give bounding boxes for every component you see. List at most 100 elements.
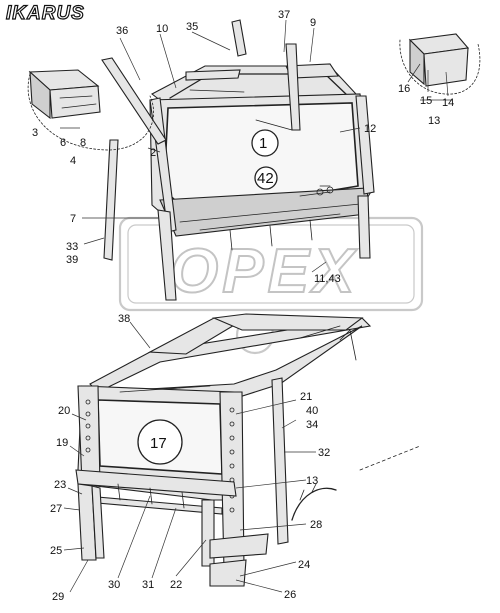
callout-1: 1 — [259, 135, 267, 152]
leader-36 — [119, 37, 141, 81]
callout-circle-17 — [137, 419, 183, 465]
rail-detail-lines — [119, 325, 341, 393]
callout-42: 42 — [257, 170, 274, 187]
lower-roof-rail-top — [211, 313, 364, 331]
callout-circle-42 — [254, 166, 278, 190]
callout-circle-1 — [251, 129, 279, 157]
detail-right-outline — [399, 39, 481, 95]
bolt-hole — [85, 399, 91, 405]
callout-16: 16 — [398, 83, 410, 95]
wheel-arch — [291, 487, 337, 521]
left-leg-inner — [91, 485, 105, 559]
detail-right-front — [423, 47, 469, 87]
detail-left — [27, 69, 154, 151]
detail-right — [399, 33, 481, 95]
watermark: OPEX — [118, 216, 424, 355]
callout-17: 17 — [150, 435, 167, 452]
watermark-text: OPEX — [170, 237, 358, 306]
dash-detail-lines — [299, 185, 331, 197]
lower-cross-member — [75, 469, 237, 497]
callout-6: 6 — [60, 137, 66, 149]
brand-logo-text: IKARUS — [6, 3, 85, 24]
bolt-hole — [85, 435, 91, 441]
callout-19: 19 — [56, 437, 68, 449]
callout-35: 35 — [186, 21, 198, 33]
callout-40: 40 — [306, 405, 318, 417]
leader-28 — [239, 523, 307, 531]
leader-9 — [309, 27, 315, 63]
detail-left-outline — [27, 73, 154, 151]
callout-11-43: 11,43 — [314, 273, 341, 285]
leader-35 — [191, 31, 231, 51]
bolt-hole — [229, 507, 235, 513]
upper-cabin-assembly: 1 42 — [101, 19, 375, 301]
dash-fitting-2 — [326, 186, 334, 194]
bolt-hole — [229, 407, 235, 413]
callout-7: 7 — [70, 213, 76, 225]
leader-20 — [71, 413, 87, 421]
side-rail-33 — [103, 139, 119, 261]
detail-right-side — [409, 38, 425, 86]
leader-11-43 — [311, 261, 327, 273]
callout-32: 32 — [318, 447, 330, 459]
corner-foot-24 — [209, 559, 247, 587]
left-leg-outer — [77, 483, 97, 561]
callout-29: 29 — [52, 591, 64, 603]
callout-24: 24 — [298, 559, 310, 571]
callout-20: 20 — [58, 405, 70, 417]
detail-left-ribs — [59, 95, 97, 109]
lower-bracket-28 — [209, 533, 269, 559]
leader-30 — [117, 495, 151, 579]
rear-post-9 — [285, 43, 301, 131]
dash-panel-ribs — [179, 203, 361, 231]
callout-2: 2 — [150, 147, 156, 159]
leader-10 — [159, 33, 177, 89]
callout-14: 14 — [442, 97, 454, 109]
bolt-hole — [229, 449, 235, 455]
callout-26: 26 — [284, 589, 296, 601]
callout-8: 8 — [80, 137, 86, 149]
callout-12: 12 — [364, 123, 376, 135]
dashed-guide — [359, 445, 421, 471]
dash-panel-stiffeners — [229, 219, 313, 251]
top-post-37 — [231, 19, 247, 57]
bolt-hole — [229, 435, 235, 441]
leader-29 — [69, 559, 89, 593]
leader-33 — [83, 237, 105, 245]
rear-post-top-hint — [339, 329, 357, 361]
leader-21 — [235, 399, 297, 415]
callout-31: 31 — [142, 579, 154, 591]
bolt-hole — [85, 447, 91, 453]
callout-34: 34 — [306, 419, 318, 431]
callout-13-lower: 13 — [306, 475, 318, 487]
leader-16 — [407, 63, 421, 83]
callout-15: 15 — [420, 95, 432, 107]
upper-roof-edge — [169, 73, 349, 99]
callout-28: 28 — [310, 519, 322, 531]
callout-37: 37 — [278, 9, 290, 21]
leader-23 — [67, 487, 83, 495]
right-a-pillar — [355, 95, 375, 195]
leader-24 — [239, 561, 297, 577]
callout-13-upper: 13 — [428, 115, 440, 127]
callout-33: 33 — [66, 241, 78, 253]
leader-27 — [63, 507, 81, 511]
roof-bow-left — [185, 69, 241, 81]
callout-30: 30 — [108, 579, 120, 591]
callout-25: 25 — [50, 545, 62, 557]
bolt-hole — [85, 411, 91, 417]
leader-26 — [235, 579, 283, 593]
callout-36: 36 — [116, 25, 128, 37]
leader-31 — [151, 507, 177, 579]
callout-21: 21 — [300, 391, 312, 403]
leader-19 — [69, 445, 85, 457]
left-lower-pillar — [157, 209, 177, 301]
dash-fitting-1 — [316, 188, 324, 196]
leader-34 — [281, 419, 297, 429]
bolt-hole — [229, 463, 235, 469]
leader-38 — [129, 321, 151, 349]
callout-27: 27 — [50, 503, 62, 515]
right-lower-pillar — [357, 195, 371, 259]
